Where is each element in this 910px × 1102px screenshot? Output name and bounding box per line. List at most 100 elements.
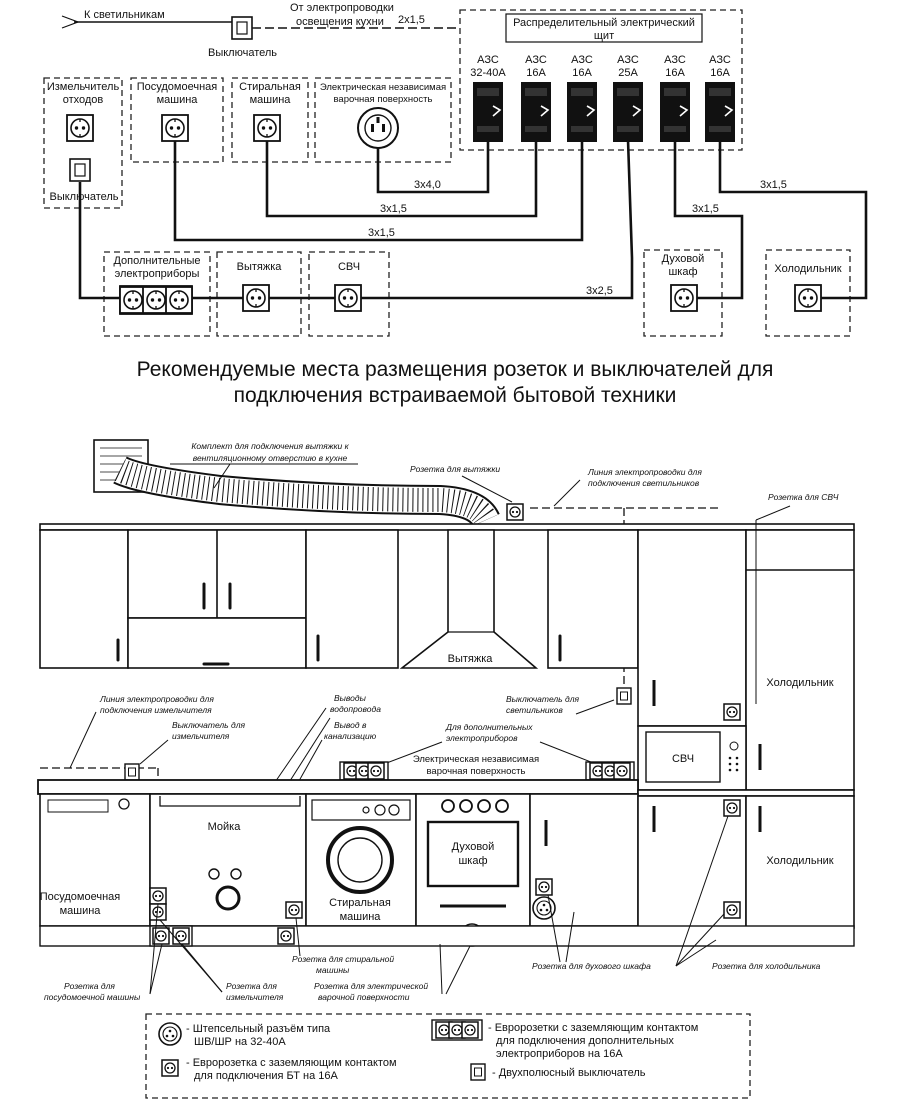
dishwasher-drawing	[39, 793, 151, 927]
dishwasher-label-1: Посудомоечная	[137, 81, 218, 93]
light-switch-label: Выключатель	[208, 47, 277, 59]
shredder-line-label-2: подключения измельчителя	[100, 705, 212, 715]
legend-euro-icon	[161, 1059, 179, 1077]
oven-label-1: Духовой	[662, 253, 705, 265]
shredder-switch-label: Выключатель	[49, 191, 118, 203]
breaker-name-5: АЗС	[664, 54, 686, 66]
shredder-socket-label-1: Розетка для	[226, 981, 277, 991]
breaker-icon-5	[659, 81, 691, 143]
breaker-rating-4: 25А	[618, 67, 638, 79]
dw-socket-label-2: посудомоечной машины	[44, 992, 141, 1002]
hood-socket-icon	[506, 503, 524, 521]
shredder-label-1: Измельчитель	[47, 81, 120, 93]
breaker-rating-3: 16А	[572, 67, 592, 79]
washer-socket-icon	[253, 114, 281, 142]
to-lights-label: К светильникам	[84, 9, 165, 21]
oven-socket-icon	[670, 284, 698, 312]
extra-sockets-label-1: Для дополнительных	[445, 722, 533, 732]
oven-kitchen-label-2: шкаф	[458, 855, 487, 867]
cable-label-4: 3х1,5	[692, 203, 719, 215]
extra-socket-left-icon	[339, 761, 389, 781]
fridge-label-bottom: Холодильник	[766, 855, 833, 867]
hob-plug-icon	[357, 107, 399, 149]
breaker-name-4: АЗС	[617, 54, 639, 66]
plinth	[39, 925, 855, 947]
washer-socket-label-2: машины	[316, 965, 350, 975]
hood-socket-icon	[242, 284, 270, 312]
from-lighting-label-2: освещения кухни	[296, 16, 384, 28]
microwave-box	[308, 251, 390, 337]
fridge-socket-icon	[794, 284, 822, 312]
extra-sockets-label-2: электроприборов	[446, 733, 518, 743]
panel-title-2: щит	[594, 30, 614, 42]
distribution-panel	[459, 9, 743, 151]
oven-box	[643, 249, 723, 337]
plinth-sockets	[149, 925, 295, 947]
fridge-socket-upper-icon	[723, 799, 741, 817]
dishwasher-kitchen-label-2: машина	[60, 905, 102, 917]
breaker-icon-3	[566, 81, 598, 143]
hob-kitchen-label-2: варочная поверхность	[426, 766, 525, 777]
shredder-line-label-1: Линия электропроводки для	[99, 694, 214, 704]
shredder-switch-label-2: измельчителя	[172, 731, 230, 741]
fridge-socket-label: Розетка для холодильника	[712, 961, 821, 971]
microwave-label: СВЧ	[338, 261, 360, 273]
hood-box	[216, 251, 302, 337]
cable-label-6: 3х2,5	[586, 285, 613, 297]
legend-plug-2: ШВ/ШР на 32-40А	[194, 1036, 286, 1048]
shredder-label-2: отходов	[63, 94, 104, 106]
hood-label: Вытяжка	[237, 261, 283, 273]
cable-2x15-label: 2х1,5	[398, 14, 425, 26]
legend-triple-1: - Евророзетки с заземляющим контактом	[488, 1022, 698, 1034]
shredder-socket-icon	[66, 114, 94, 142]
microwave-socket-icon	[334, 284, 362, 312]
microwave-drawing-label: СВЧ	[672, 753, 694, 765]
light-switch-icon	[231, 16, 253, 40]
cable-label-1: 3х4,0	[414, 179, 441, 191]
dishwasher-kitchen-label-1: Посудомоечная	[40, 891, 121, 903]
water-outlets-label-1: Выводы	[334, 693, 367, 703]
oven-socket-icon	[535, 878, 553, 896]
hood-drawing	[399, 529, 539, 669]
oven-label-2: шкаф	[668, 266, 697, 278]
breaker-name-3: АЗС	[571, 54, 593, 66]
wiring-scheme: К светильникам Выключатель От электропро…	[43, 2, 868, 337]
breaker-icon-4	[612, 81, 644, 143]
extra-label-1: Дополнительные	[113, 255, 200, 267]
dw-socket-icon	[149, 887, 167, 905]
heading-line-1: Рекомендуемые места размещения розеток и…	[137, 358, 774, 381]
shredder-switch-kitchen-icon	[124, 763, 140, 781]
hood-socket-label: Розетка для вытяжки	[410, 464, 500, 474]
hob-label-2: варочная поверхность	[333, 94, 432, 105]
dishwasher-box	[130, 77, 224, 163]
mw-socket-label: Розетка для СВЧ	[768, 492, 839, 502]
hood-drawing-label: Вытяжка	[448, 653, 494, 665]
hood-kit-label-2: вентиляционному отверстию в кухне	[193, 453, 348, 463]
legend-box	[145, 1013, 751, 1099]
sink-label: Мойка	[208, 821, 242, 833]
breaker-icon-6	[704, 81, 736, 143]
legend-euro-1: - Евророзетка с заземляющим контактом	[186, 1057, 397, 1069]
breaker-name-6: АЗС	[709, 54, 731, 66]
legend-switch: - Двухполюсный выключатель	[492, 1067, 646, 1079]
cable-label-3: 3х1,5	[368, 227, 395, 239]
dishwasher-socket-icon	[161, 114, 189, 142]
legend-triple-icon	[431, 1019, 483, 1041]
kitchen-elevation: Комплект для подключения вытяжки к венти…	[37, 439, 855, 1002]
sewer-label-2: канализацию	[324, 731, 377, 741]
mw-socket-icon	[723, 703, 741, 721]
breaker-rating-1: 32-40А	[470, 67, 506, 79]
breaker-rating-2: 16А	[526, 67, 546, 79]
fridge-label: Холодильник	[774, 263, 841, 275]
extra-label-2: электроприборы	[115, 268, 200, 280]
heading-line-2: подключения встраиваемой бытовой техники	[234, 384, 677, 407]
oven-socket-label: Розетка для духового шкафа	[532, 961, 651, 971]
oven-kitchen-label-1: Духовой	[452, 841, 495, 853]
light-switch-label-2: светильников	[506, 705, 563, 715]
breaker-icon-2	[520, 81, 552, 143]
dishwasher-label-2: машина	[157, 94, 199, 106]
light-switch-kitchen-icon	[616, 687, 632, 705]
breaker-rating-5: 16А	[665, 67, 685, 79]
washer-kitchen-label-2: машина	[340, 911, 382, 923]
